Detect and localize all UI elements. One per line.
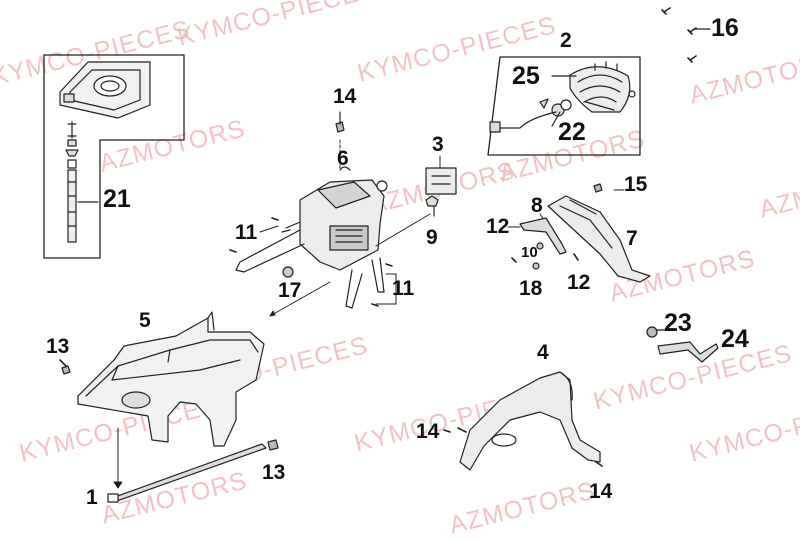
part-4-rear-fender xyxy=(457,371,603,471)
part-label-7: 7 xyxy=(626,227,638,250)
part-label-12-right: 12 xyxy=(567,271,591,294)
part-7-rear-panel xyxy=(547,195,651,283)
part-2-tail-light-assembly xyxy=(487,56,641,156)
part-5-under-cover xyxy=(59,311,265,447)
part-label-11-left: 11 xyxy=(235,221,258,244)
part-16-screws xyxy=(661,7,711,63)
part-13-fasteners xyxy=(61,365,279,451)
leader-lines xyxy=(113,139,625,489)
part-label-4: 4 xyxy=(537,341,549,364)
part-label-12-left: 12 xyxy=(486,215,510,238)
part-label-5: 5 xyxy=(139,309,151,332)
part-label-11-right: 11 xyxy=(392,277,415,300)
part-label-23: 23 xyxy=(664,309,692,337)
part-21-tool-kit xyxy=(43,54,185,259)
part-label-2: 2 xyxy=(560,29,572,52)
part-label-1: 1 xyxy=(86,486,98,509)
part-label-9: 9 xyxy=(426,226,438,249)
part-label-22: 22 xyxy=(558,118,586,146)
exploded-parts-diagram xyxy=(43,7,719,503)
part-24-bracket xyxy=(646,326,719,363)
part-label-3: 3 xyxy=(432,133,444,156)
part-1-strip xyxy=(107,443,267,503)
part-label-13-left: 13 xyxy=(46,335,70,358)
part-label-14-bottom: 14 xyxy=(589,480,613,503)
part-label-6: 6 xyxy=(337,147,349,170)
part-9-grommet xyxy=(425,195,439,217)
part-label-17: 17 xyxy=(278,279,302,302)
part-8-bracket xyxy=(519,217,567,255)
part-label-21: 21 xyxy=(103,185,131,213)
part-3-license-plate-light xyxy=(425,167,457,195)
small-fasteners xyxy=(229,111,603,433)
part-label-16: 16 xyxy=(711,14,739,42)
part-label-10: 10 xyxy=(521,244,538,261)
part-label-14-top: 14 xyxy=(333,85,357,108)
part-label-18: 18 xyxy=(519,277,543,300)
part-label-14-mid: 14 xyxy=(416,420,440,443)
part-6-rear-frame xyxy=(235,166,388,309)
part-label-24: 24 xyxy=(721,325,749,353)
part-label-8: 8 xyxy=(531,194,543,217)
part-label-25: 25 xyxy=(512,62,540,90)
part-label-15: 15 xyxy=(624,173,648,196)
part-label-13-bottom: 13 xyxy=(262,461,286,484)
